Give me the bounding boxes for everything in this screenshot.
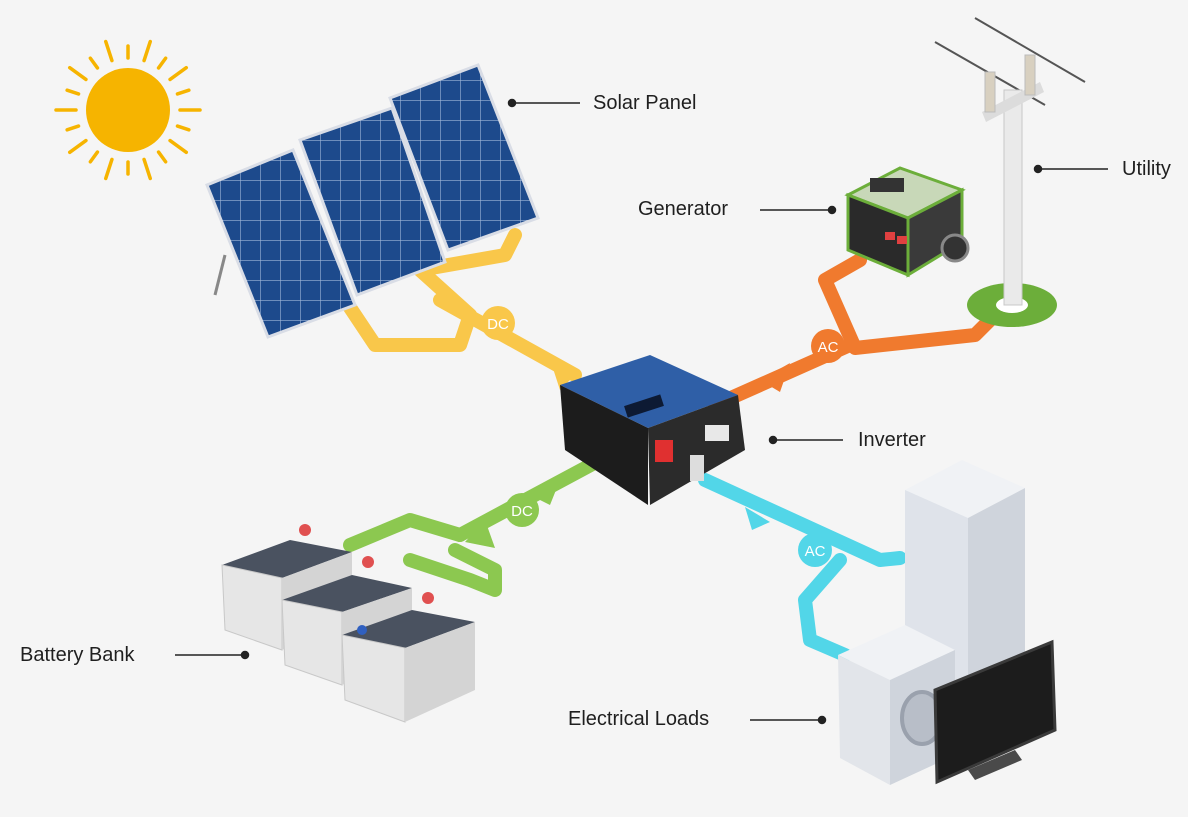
grid-flow-line [708,253,1007,412]
sun-ray [175,124,191,132]
sun-ray [65,124,81,132]
utility-label: Utility [1122,158,1171,180]
battery-flow-line [343,453,607,597]
sun-ray [65,88,81,96]
load-flow-line [698,473,907,662]
sun-ray [175,88,191,96]
television-icon [933,639,1057,785]
solar-panel-label: Solar Panel [593,92,697,114]
load-ac-badge: AC [798,533,832,567]
battery-icon [221,524,475,723]
sun-ray [142,39,152,63]
electrical-loads-label: Electrical Loads [568,708,710,730]
inverter-label: Inverter [858,429,926,451]
utility-pole-icon [934,17,1086,327]
sun-ray [104,157,114,181]
sun-ray [156,150,168,164]
grid-ac-badge: AC [811,329,845,363]
sun-ray [68,65,88,82]
load-ac-text: AC [805,543,826,560]
callout-lines [175,98,1108,725]
sun-ray [88,56,100,70]
inverter-icon [560,355,745,505]
sun-ray [104,39,114,63]
solar-flow-line [338,228,582,390]
generator-icon [844,166,970,278]
battery-bank-label: Battery Bank [20,644,135,666]
solar-dc-badge: DC [481,306,515,340]
sun-icon [54,39,202,181]
battery-dc-badge: DC [505,493,539,527]
battery-dc-text: DC [511,503,533,520]
generator-label: Generator [638,198,729,220]
sun-ray [68,138,88,155]
grid-ac-text: AC [818,339,839,356]
sun-ray [168,138,188,155]
solar-panel-icon [205,63,540,339]
sun-ray [142,157,152,181]
sun-ray [88,150,100,164]
sun-ray [156,56,168,70]
solar-dc-text: DC [487,316,509,333]
sun-ray [168,65,188,82]
